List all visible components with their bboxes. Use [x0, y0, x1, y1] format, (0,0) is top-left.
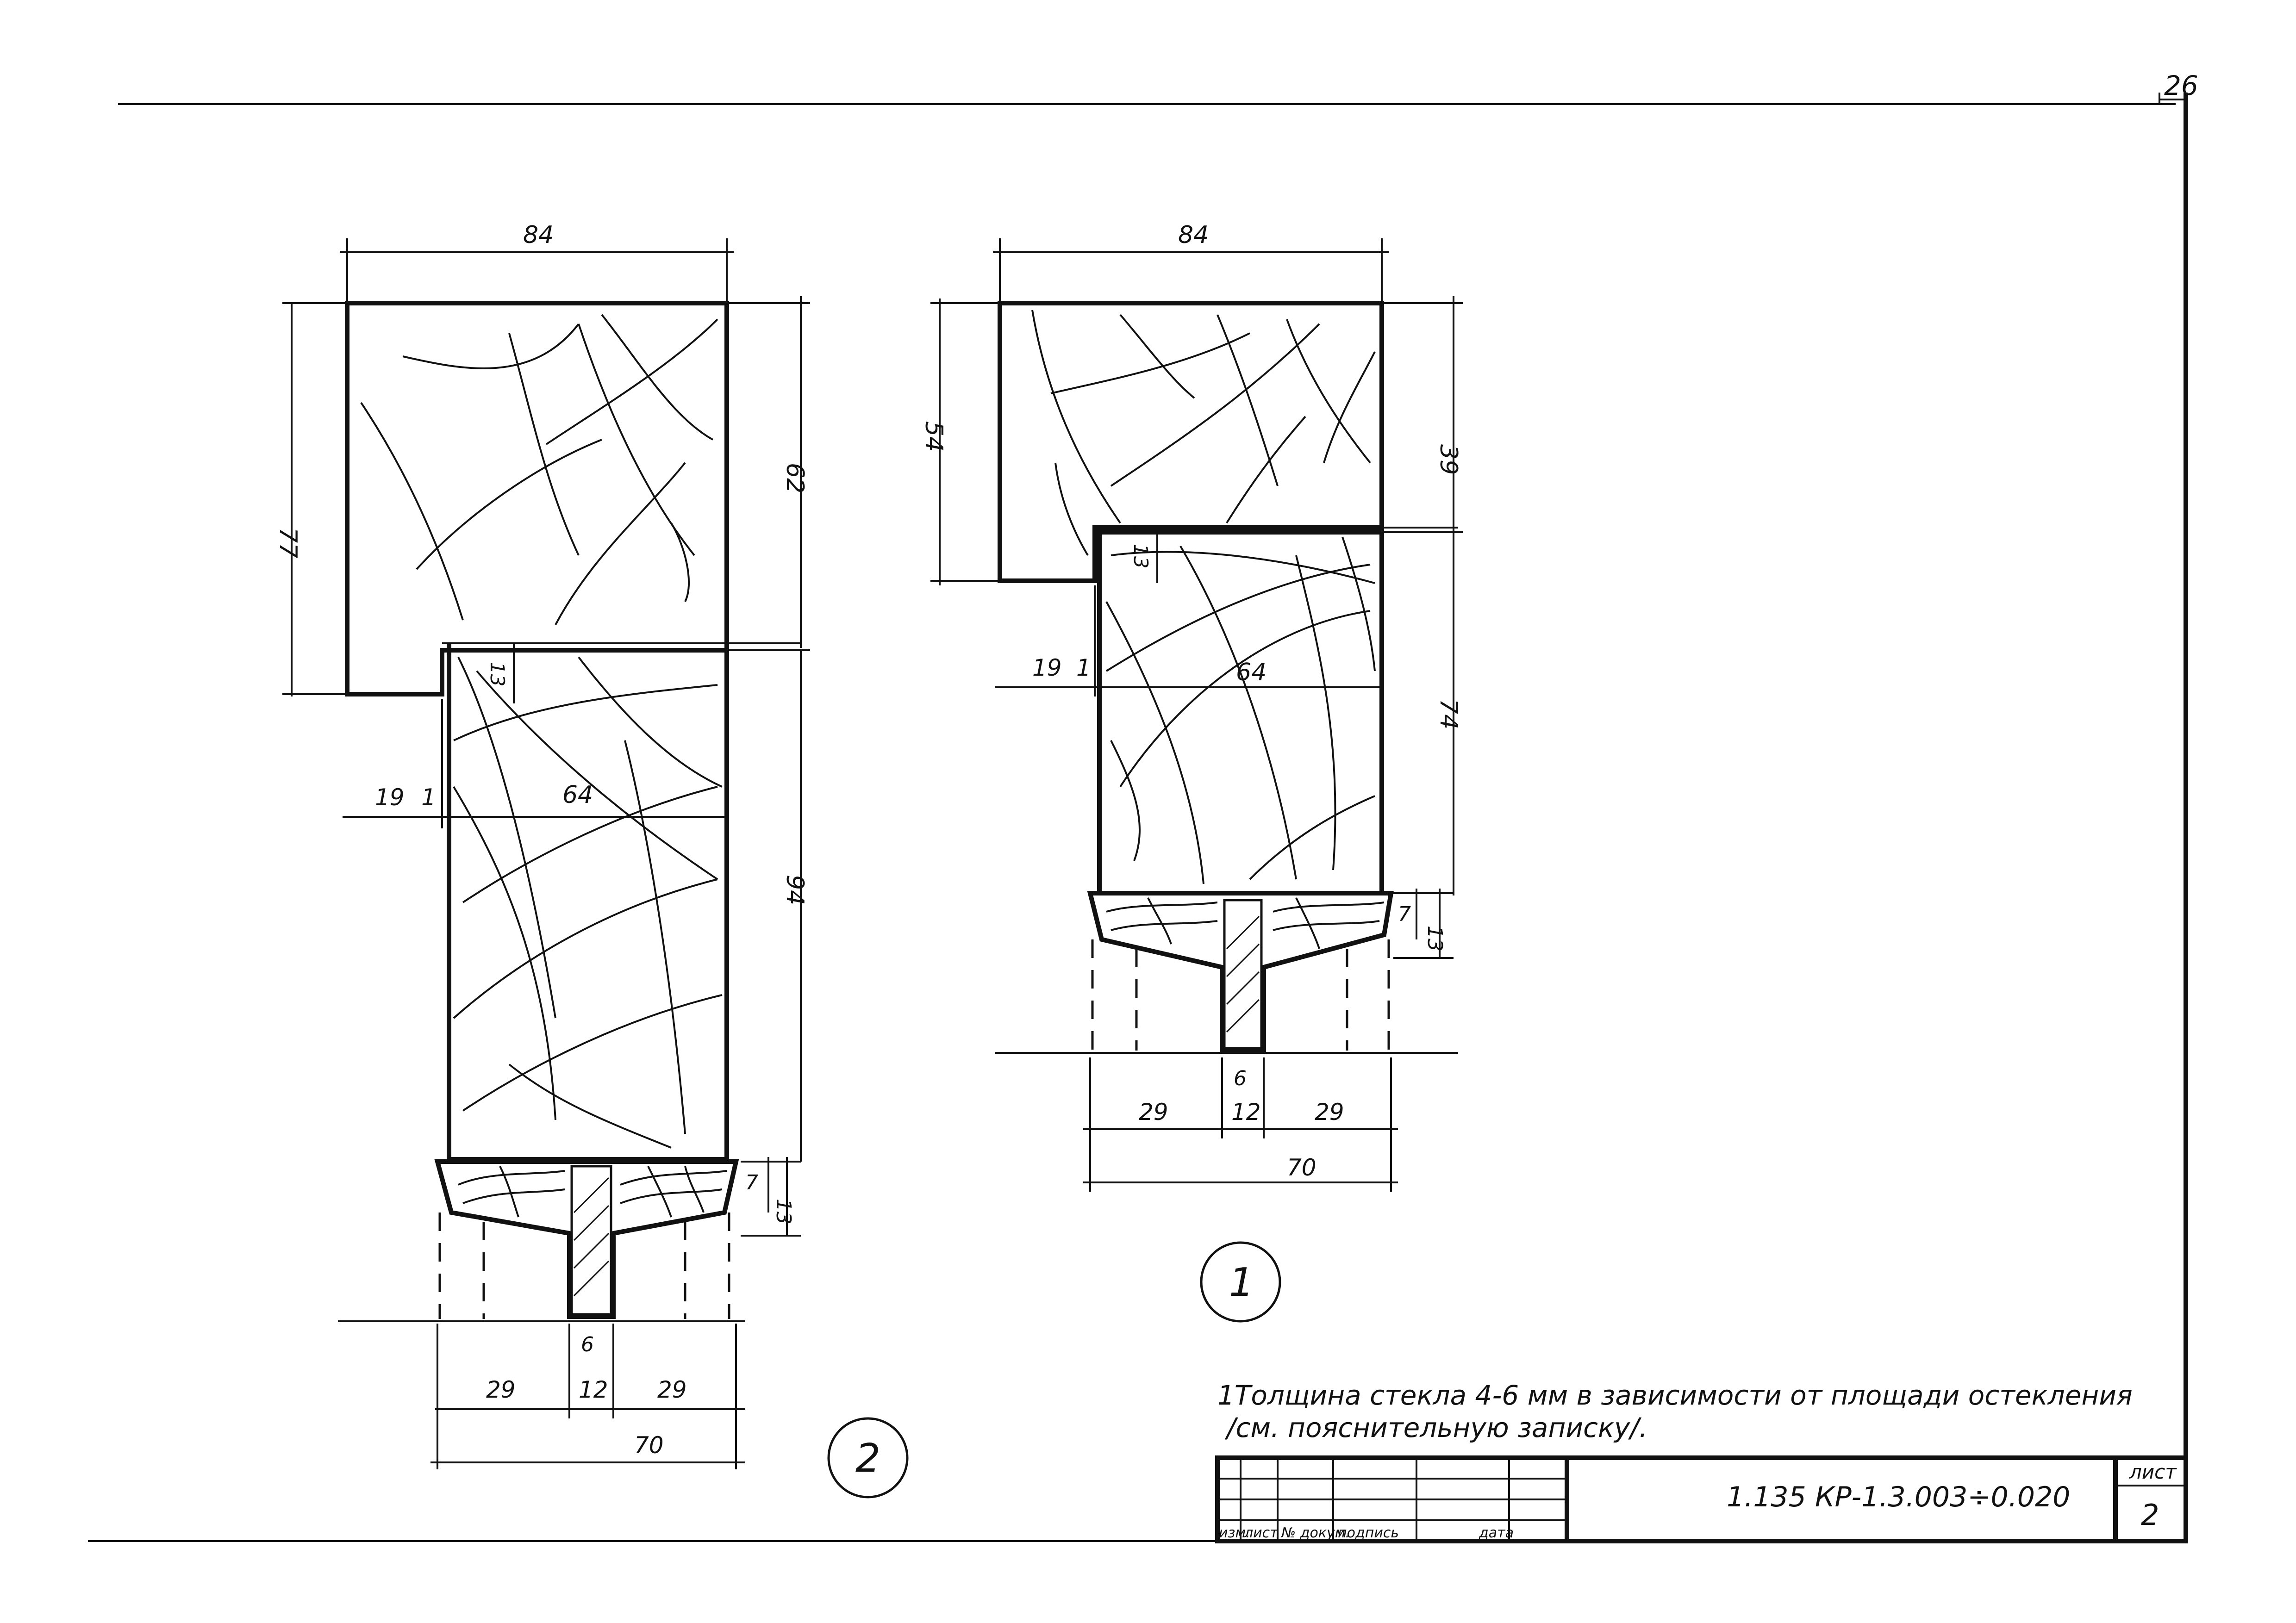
tb-col-doc: № докум. [1280, 1525, 1350, 1541]
dim-1-bottom-b: 12 [1231, 1099, 1261, 1126]
drawing-1-label: 1 [1229, 1260, 1254, 1306]
note-line-1: 1Толщина стекла 4-6 мм в зависимости от … [1217, 1380, 2133, 1411]
dim-1-sill-b: 13 [1423, 926, 1447, 951]
sheet-number-top: 26 [2164, 70, 2198, 101]
dim-1-bottom-a: 29 [1139, 1099, 1168, 1126]
dim-2-bottom-a: 29 [486, 1376, 516, 1403]
tb-sheet-label: лист [2129, 1461, 2177, 1483]
dim-2-notch: 13 [486, 662, 509, 686]
sheet-frame: 26 [88, 70, 2198, 1542]
dim-1-bottom-c: 29 [1315, 1099, 1344, 1126]
dim-1-inner-left-b: 1 [1076, 654, 1091, 681]
dim-2-bottom-total: 70 [634, 1432, 664, 1459]
dim-1-sill-a: 7 [1398, 902, 1411, 926]
tb-col-sign: подпись [1338, 1525, 1399, 1541]
dim-2-right-upper: 62 [781, 463, 809, 493]
glass-note: 1Толщина стекла 4-6 мм в зависимости от … [1217, 1380, 2133, 1443]
dim-2-sill-a: 7 [745, 1171, 758, 1194]
tb-col-list: лист [1244, 1525, 1279, 1541]
dim-1-right-upper: 39 [1435, 444, 1462, 475]
dim-2-left-height: 77 [274, 528, 302, 558]
dim-2-glass: 6 [581, 1333, 594, 1356]
dim-2-sill-b: 13 [772, 1199, 795, 1225]
dim-1-inner-width: 64 [1236, 659, 1267, 686]
dim-2-inner-left-b: 1 [421, 784, 436, 811]
dim-1-bottom-total: 70 [1287, 1154, 1316, 1181]
dim-1-right-lower: 74 [1435, 699, 1462, 729]
dim-2-inner-left-a: 19 [375, 784, 405, 811]
dim-1-left-height: 54 [920, 421, 948, 452]
drawing-2-label: 2 [855, 1436, 880, 1481]
dim-1-glass: 6 [1234, 1067, 1247, 1090]
dim-2-top-width: 84 [523, 221, 554, 249]
section-drawing-1: 84 54 39 74 13 19 1 64 7 13 6 29 12 [920, 221, 1463, 1323]
dim-1-notch: 13 [1129, 544, 1152, 568]
section-drawing-2: 84 77 62 94 13 19 1 64 7 13 6 29 12 [274, 221, 909, 1499]
dim-2-bottom-c: 29 [657, 1376, 687, 1403]
dim-1-inner-left-a: 19 [1032, 654, 1062, 681]
note-line-2: /см. пояснительную записку/. [1224, 1412, 1647, 1443]
tb-sheet-value: 2 [2141, 1498, 2159, 1532]
title-block: изм. лист № докум. подпись дата 1.135 КР… [1215, 1455, 2188, 1543]
dim-2-inner-width: 64 [562, 781, 593, 809]
tb-col-izm: изм. [1219, 1525, 1250, 1541]
dim-1-top-width: 84 [1178, 221, 1209, 249]
tb-code: 1.135 КР-1.3.003÷0.020 [1727, 1481, 2070, 1513]
dim-2-right-lower: 94 [781, 875, 809, 905]
tb-col-date: дата [1479, 1525, 1514, 1541]
dim-2-bottom-b: 12 [579, 1376, 608, 1403]
